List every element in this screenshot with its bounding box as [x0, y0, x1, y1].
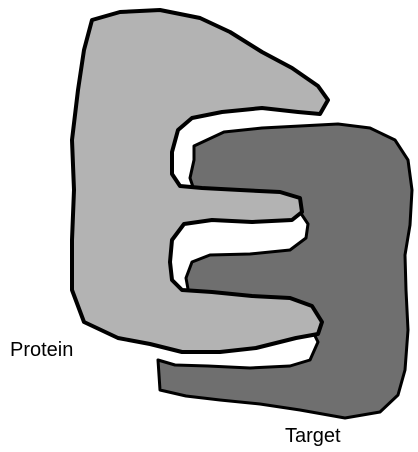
target-shape [158, 124, 412, 418]
target-label: Target [285, 426, 341, 446]
protein-label: Protein [10, 340, 73, 360]
